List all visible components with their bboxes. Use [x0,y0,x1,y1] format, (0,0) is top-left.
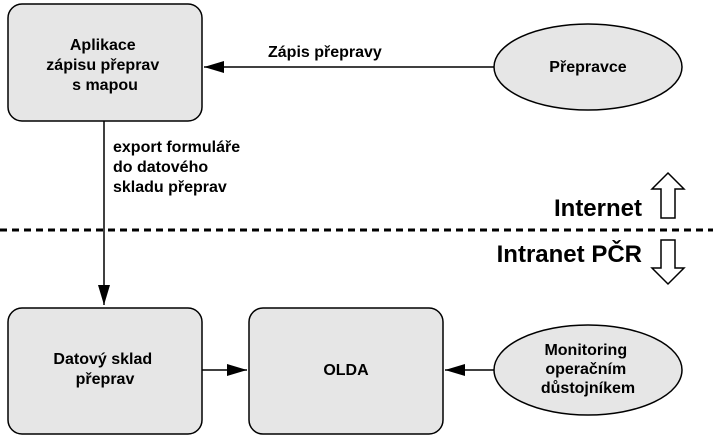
app-box [7,3,203,122]
app-label: Aplikace zápisu přeprav s mapou [46,37,163,94]
monitoring-label: Monitoring operačním důstojníkem [541,342,635,397]
up-arrow-icon [650,171,686,219]
warehouse-box [7,307,203,435]
olda-box [248,307,444,435]
down-arrow-icon [650,239,686,286]
carrier-label: Přepravce [549,59,626,76]
warehouse-label: Datový sklad přeprav [53,351,156,388]
zone-label-internet: Internet [554,195,642,222]
edge-label-carrier-to-app: Zápis přepravy [268,44,382,61]
olda-label: OLDA [323,362,369,379]
zone-label-intranet: Intranet PČR [497,240,642,268]
edge-label-app-to-warehouse: export formuláře do datového skladu přep… [113,139,245,196]
